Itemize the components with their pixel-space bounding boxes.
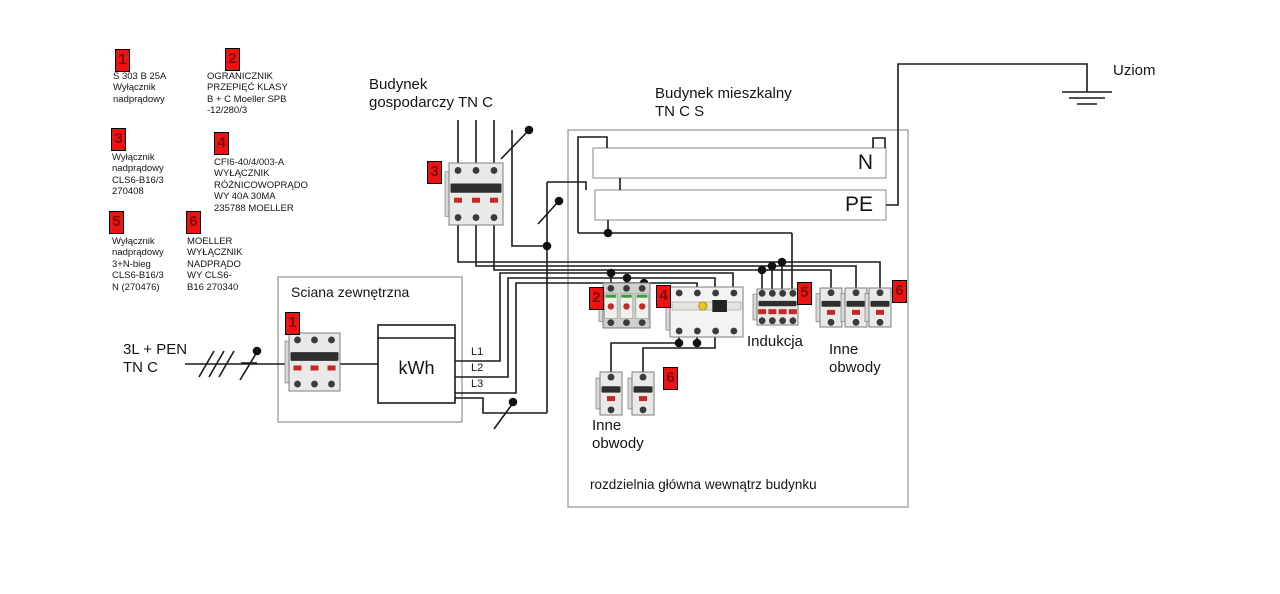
pe-bus-label: PE (844, 193, 873, 216)
device-marker-b3: 3 (427, 161, 442, 184)
device-marker-mcb-right: 6 (892, 280, 907, 303)
wire (886, 63, 1088, 206)
surge-protector-device (598, 282, 651, 329)
phase-l3-label: L3 (471, 378, 484, 390)
junction-dot (508, 397, 518, 407)
n-bus-box (592, 147, 887, 179)
junction-dot (692, 338, 702, 348)
mcb-bottom-2-device (627, 371, 655, 416)
junction-dot (777, 257, 787, 267)
wire (208, 350, 225, 378)
legend-text-6: MOELLER WYŁĄCZNIK NADPRĄDO WY CLS6- B16 … (187, 236, 243, 293)
wire (455, 397, 547, 414)
breaker-1-device (284, 332, 341, 392)
wire (493, 225, 832, 288)
other-circuits-right-label: Inne obwody (829, 341, 881, 377)
rcd-device (665, 286, 744, 338)
legend-marker-1: 1 (115, 49, 130, 72)
legend-marker-2: 2 (225, 48, 240, 71)
wire (455, 282, 698, 394)
outbuilding-label: Budynek gospodarczy TN C (369, 76, 493, 112)
legend-text-5: Wyłącznik nadprądowy 3+N-bieg CLS6-B16/3… (112, 236, 164, 293)
junction-dot (757, 265, 767, 275)
wire (500, 130, 529, 160)
mcb-right-3-device (864, 287, 892, 328)
junction-dot (252, 346, 262, 356)
wire (537, 201, 559, 225)
device-marker-rcd: 4 (656, 285, 671, 308)
wire (455, 277, 716, 378)
legend-text-4: CFI6-40/4/003-A WYŁĄCZNIK RÓŻNICOWOPRĄDO… (214, 157, 308, 214)
wire (872, 137, 886, 148)
junction-dot (603, 228, 613, 238)
legend-text-1: S 303 B 25A Wyłącznik nadprądowy (113, 71, 167, 105)
house-label: Budynek mieszkalny TN C S (655, 85, 792, 121)
device-marker-mcb-bottom: 6 (663, 367, 678, 390)
legend-marker-3: 3 (111, 128, 126, 151)
induction-label: Indukcja (747, 333, 803, 350)
device-marker-spd: 2 (589, 287, 604, 310)
earth-label: Uziom (1113, 62, 1156, 79)
wire (457, 225, 881, 288)
device-marker-mcb-3n: 5 (797, 282, 812, 305)
wire (511, 130, 547, 247)
breaker-3-device (444, 162, 504, 226)
wire (455, 272, 734, 362)
junction-dot (524, 125, 534, 135)
device-marker-b1: 1 (285, 312, 300, 335)
feed-label: 3L + PEN TN C (123, 341, 188, 377)
junction-dot (606, 268, 616, 278)
mcb-bottom-1-device (595, 371, 623, 416)
junction-dot (767, 261, 777, 271)
neutral-bus-label: N (857, 151, 873, 174)
board-caption: rozdzielnia główna wewnątrz budynku (590, 477, 817, 492)
wall-box (277, 276, 463, 423)
phase-l2-label: L2 (471, 362, 484, 374)
legend-marker-4: 4 (214, 132, 229, 155)
junction-dot (554, 196, 564, 206)
phase-l1-label: L1 (471, 346, 484, 358)
wire (642, 337, 716, 372)
mcb-right-2-device (840, 287, 868, 328)
mcb-3n-device (752, 288, 799, 326)
junction-dot (622, 273, 632, 283)
legend-marker-6: 6 (186, 211, 201, 234)
legend-text-3: Wyłącznik nadprądowy CLS6-B16/3 270408 (112, 152, 164, 198)
other-circuits-bottom-label: Inne obwody (592, 417, 644, 453)
wire (218, 350, 235, 378)
junction-dot (674, 338, 684, 348)
wire (493, 402, 514, 430)
wire (577, 136, 608, 233)
meter-label: kWh (398, 358, 435, 378)
wire (547, 181, 587, 190)
mcb-right-1-device (815, 287, 843, 328)
legend-marker-5: 5 (109, 211, 124, 234)
junction-dot (542, 241, 552, 251)
legend-text-2: OGRANICZNIK PRZEPIĘĆ KLASY B + C Moeller… (207, 71, 288, 117)
board-box (567, 129, 909, 508)
wall-box-label: Sciana zewnętrzna (291, 284, 410, 300)
wire (475, 225, 857, 288)
wire (239, 351, 258, 381)
wire (198, 350, 215, 378)
